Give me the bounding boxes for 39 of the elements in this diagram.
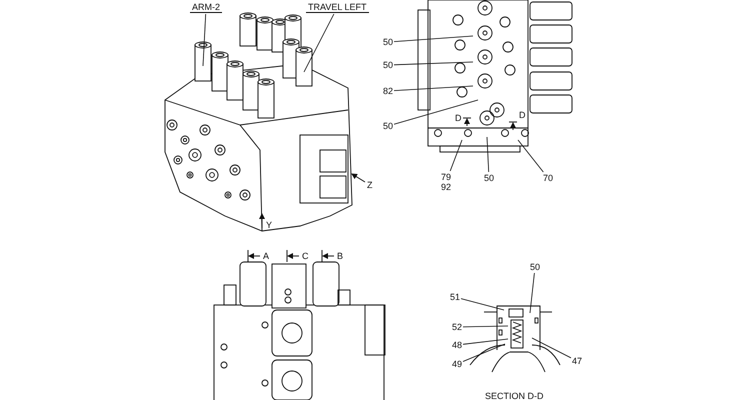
- view-letter: Z: [367, 180, 372, 190]
- leader-line: [462, 338, 508, 345]
- callout-number: 70: [543, 173, 554, 183]
- callout-number: 48: [452, 340, 462, 350]
- section-letter: D: [455, 113, 462, 123]
- section-letter: C: [302, 251, 308, 261]
- section-letter: A: [263, 251, 270, 261]
- leader-line: [394, 62, 474, 66]
- callout-number: 49: [452, 359, 462, 369]
- part-label: ARM-2: [190, 2, 222, 13]
- leader-line: [394, 86, 474, 91]
- view-letter: Y: [266, 220, 272, 230]
- section-letter: D: [519, 110, 526, 120]
- part-label: TRAVEL LEFT: [306, 2, 369, 13]
- callout-number: 92: [441, 182, 452, 192]
- callout-number: 47: [572, 356, 582, 366]
- leader-line: [530, 272, 535, 314]
- callout-number: 50: [383, 60, 394, 70]
- callout-number: 50: [530, 262, 540, 272]
- section-letter: B: [337, 251, 344, 261]
- callout-number: 50: [383, 37, 394, 47]
- callout-number: 52: [452, 322, 462, 332]
- leader-line: [460, 298, 504, 310]
- leader-line: [486, 136, 490, 172]
- leader-line: [518, 140, 544, 172]
- leader-line: [462, 344, 506, 362]
- callout-number: 50: [383, 121, 394, 131]
- leader-line: [394, 36, 474, 42]
- callout-number: 50: [484, 173, 494, 183]
- leader-line: [304, 14, 334, 72]
- leader-line: [450, 140, 462, 172]
- section-title: SECTION D-D: [485, 391, 544, 400]
- leader-line: [394, 100, 478, 125]
- leader-line: [532, 338, 572, 358]
- callout-number: 79: [441, 172, 452, 182]
- callout-number: 51: [450, 292, 460, 302]
- leader-line: [202, 14, 206, 66]
- callout-number: 82: [383, 86, 394, 96]
- leader-line: [462, 326, 508, 328]
